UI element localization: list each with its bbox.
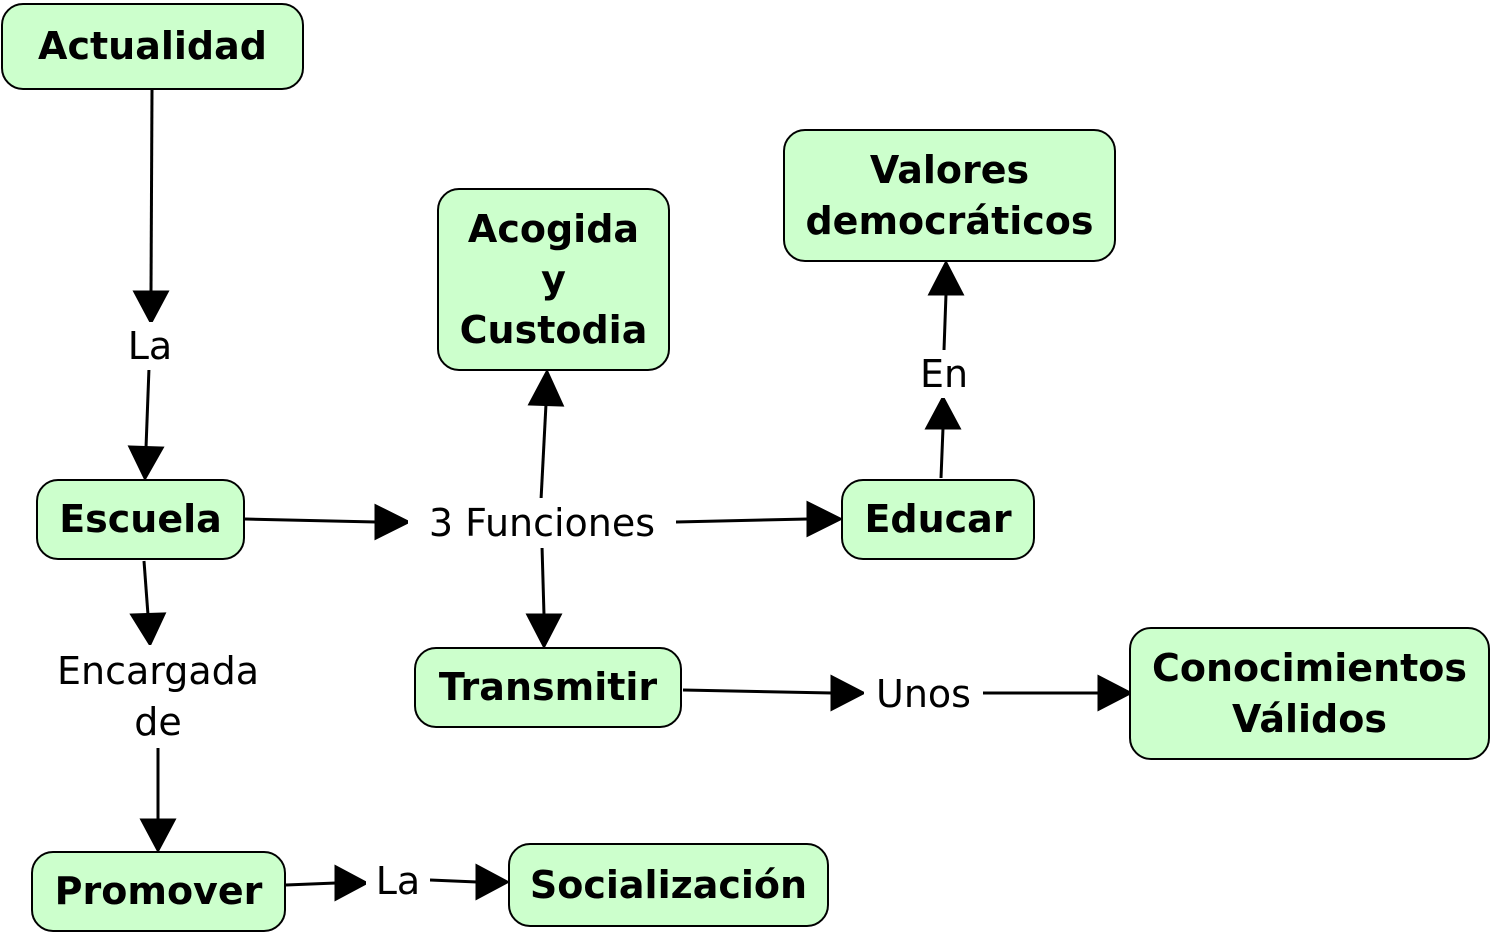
concept-valores-democraticos[interactable]: Valores democráticos bbox=[783, 129, 1116, 262]
concept-transmitir[interactable]: Transmitir bbox=[414, 647, 682, 728]
edge-la-socializacion bbox=[429, 878, 478, 884]
arrowhead-to-encargada bbox=[129, 612, 167, 648]
arrowhead-to-la bbox=[132, 290, 170, 326]
arrowhead-to-la-2 bbox=[334, 864, 370, 902]
arrowhead-to-transmitir bbox=[525, 613, 563, 650]
arrowhead-to-en bbox=[924, 394, 962, 430]
arrowhead-to-promover bbox=[139, 818, 177, 854]
edge-funciones-acogida bbox=[539, 403, 548, 501]
arrowhead-to-valores bbox=[927, 259, 965, 296]
edge-escuela-encargada bbox=[142, 560, 150, 616]
edge-funciones-transmitir bbox=[540, 545, 546, 616]
concept-acogida-y-custodia[interactable]: Acogida y Custodia bbox=[437, 188, 670, 371]
edge-en-valores bbox=[942, 293, 948, 351]
link-label-en: En bbox=[910, 350, 978, 398]
link-label-la-2: La bbox=[366, 856, 430, 906]
concept-escuela[interactable]: Escuela bbox=[36, 479, 245, 560]
link-label-unos: Unos bbox=[864, 669, 983, 719]
link-label-la: La bbox=[116, 322, 184, 370]
concept-socializacion[interactable]: Socialización bbox=[508, 843, 829, 927]
arrowhead-to-acogida bbox=[527, 368, 565, 407]
arrowhead-to-educar bbox=[806, 500, 844, 538]
edge-la-escuela bbox=[144, 367, 151, 449]
arrowhead-to-socializacion bbox=[475, 863, 511, 901]
edge-transmitir-unos bbox=[682, 688, 833, 695]
arrowhead-to-unos bbox=[830, 674, 867, 712]
concept-educar[interactable]: Educar bbox=[841, 479, 1035, 560]
concept-conocimientos-validos[interactable]: Conocimientos Válidos bbox=[1129, 627, 1490, 760]
edge-escuela-funciones bbox=[244, 517, 377, 524]
concept-promover[interactable]: Promover bbox=[31, 851, 286, 932]
arrowhead-to-conocimientos bbox=[1097, 674, 1134, 712]
link-label-encargada-de: Encargada de bbox=[44, 645, 272, 748]
arrowhead-to-escuela bbox=[127, 445, 165, 482]
edge-educar-en bbox=[939, 427, 945, 479]
edge-actualidad-la bbox=[149, 89, 154, 293]
arrowhead-to-funciones bbox=[374, 503, 412, 541]
concept-actualidad[interactable]: Actualidad bbox=[1, 3, 304, 90]
edge-funciones-educar bbox=[675, 517, 809, 524]
link-label-3-funciones: 3 Funciones bbox=[408, 498, 676, 548]
edge-promover-la bbox=[285, 881, 337, 887]
